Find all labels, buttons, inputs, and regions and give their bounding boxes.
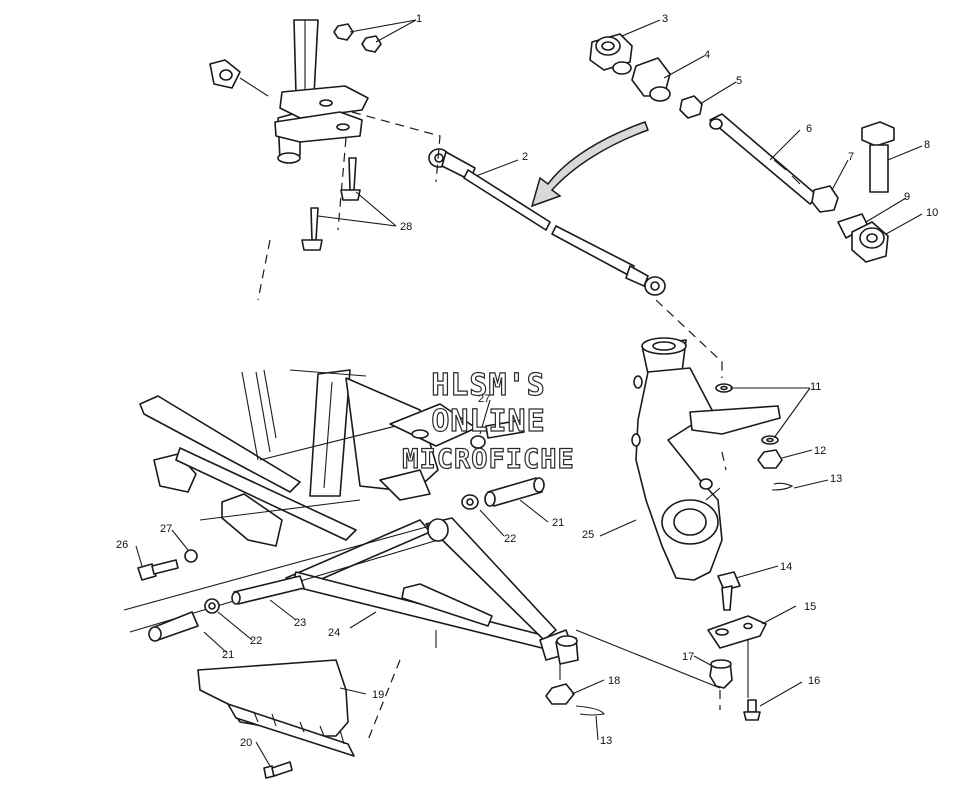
callout-15: 15 <box>804 601 817 613</box>
callout-10: 10 <box>926 207 939 219</box>
a-arm <box>123 517 575 661</box>
callout-27-left: 27 <box>160 523 173 535</box>
callout-3: 3 <box>662 13 669 25</box>
callout-11: 11 <box>810 381 822 393</box>
watermark-line-3: MICROFICHE <box>402 443 575 475</box>
watermark-line-2: ONLINE <box>431 403 546 439</box>
screw-pair <box>301 157 361 251</box>
bolt <box>861 121 895 193</box>
callout-7: 7 <box>848 151 855 163</box>
assembly-line <box>257 239 271 301</box>
callout-28: 28 <box>400 221 413 233</box>
assembly-line <box>655 299 723 378</box>
assembly-line <box>721 451 727 471</box>
tie-rod-end-parts <box>589 33 889 263</box>
callout-8: 8 <box>924 139 931 151</box>
callout-16: 16 <box>808 675 821 687</box>
callout-18: 18 <box>608 675 621 687</box>
callout-4: 4 <box>704 49 711 61</box>
ball-joint-boot <box>709 659 733 689</box>
screw-16 <box>743 699 761 721</box>
callout-9: 9 <box>904 191 911 203</box>
callout-19: 19 <box>372 689 385 701</box>
callout-14: 14 <box>780 561 793 573</box>
callout-22-left: 22 <box>250 635 263 647</box>
callout-21-right: 21 <box>552 517 565 529</box>
castle-nut-lower <box>545 683 605 716</box>
assembly-line <box>351 111 441 183</box>
callout-13-lower: 13 <box>600 735 613 747</box>
washer-pair <box>715 383 779 445</box>
callout-27-top: 27 <box>478 393 491 405</box>
callout-20: 20 <box>240 737 253 749</box>
ball-joint <box>555 635 579 665</box>
spindle <box>631 337 781 581</box>
callout-12: 12 <box>814 445 827 457</box>
pivot-shaft-left <box>148 575 305 642</box>
screw-20 <box>263 761 293 779</box>
nut-pair <box>333 23 382 53</box>
callout-24: 24 <box>328 627 341 639</box>
callout-leaders <box>135 19 923 767</box>
frame <box>139 369 477 547</box>
steering-post <box>209 19 369 164</box>
callout-1: 1 <box>416 13 423 25</box>
callout-22-right: 22 <box>504 533 517 545</box>
pivot-shaft-right <box>461 477 545 510</box>
watermark-line-1: HLSM'S <box>431 367 546 403</box>
direction-arrow <box>530 121 649 208</box>
callout-23: 23 <box>294 617 307 629</box>
assembly-line <box>575 629 721 689</box>
pivot-bolt-left <box>137 549 198 581</box>
callout-13-upper: 13 <box>830 473 843 485</box>
pivot-bolt <box>470 419 525 449</box>
callout-25: 25 <box>582 529 595 541</box>
a-arm-guard <box>197 659 355 757</box>
callout-26: 26 <box>116 539 129 551</box>
callout-5: 5 <box>736 75 743 87</box>
assembly-line <box>337 137 347 231</box>
callout-21-left: 21 <box>222 649 235 661</box>
callout-17: 17 <box>682 651 695 663</box>
callout-2: 2 <box>522 151 529 163</box>
bolt-14 <box>717 571 741 611</box>
tie-rod <box>428 148 666 296</box>
callout-6: 6 <box>806 123 813 135</box>
castle-nut-upper <box>757 449 794 491</box>
brake-plate <box>707 615 767 649</box>
